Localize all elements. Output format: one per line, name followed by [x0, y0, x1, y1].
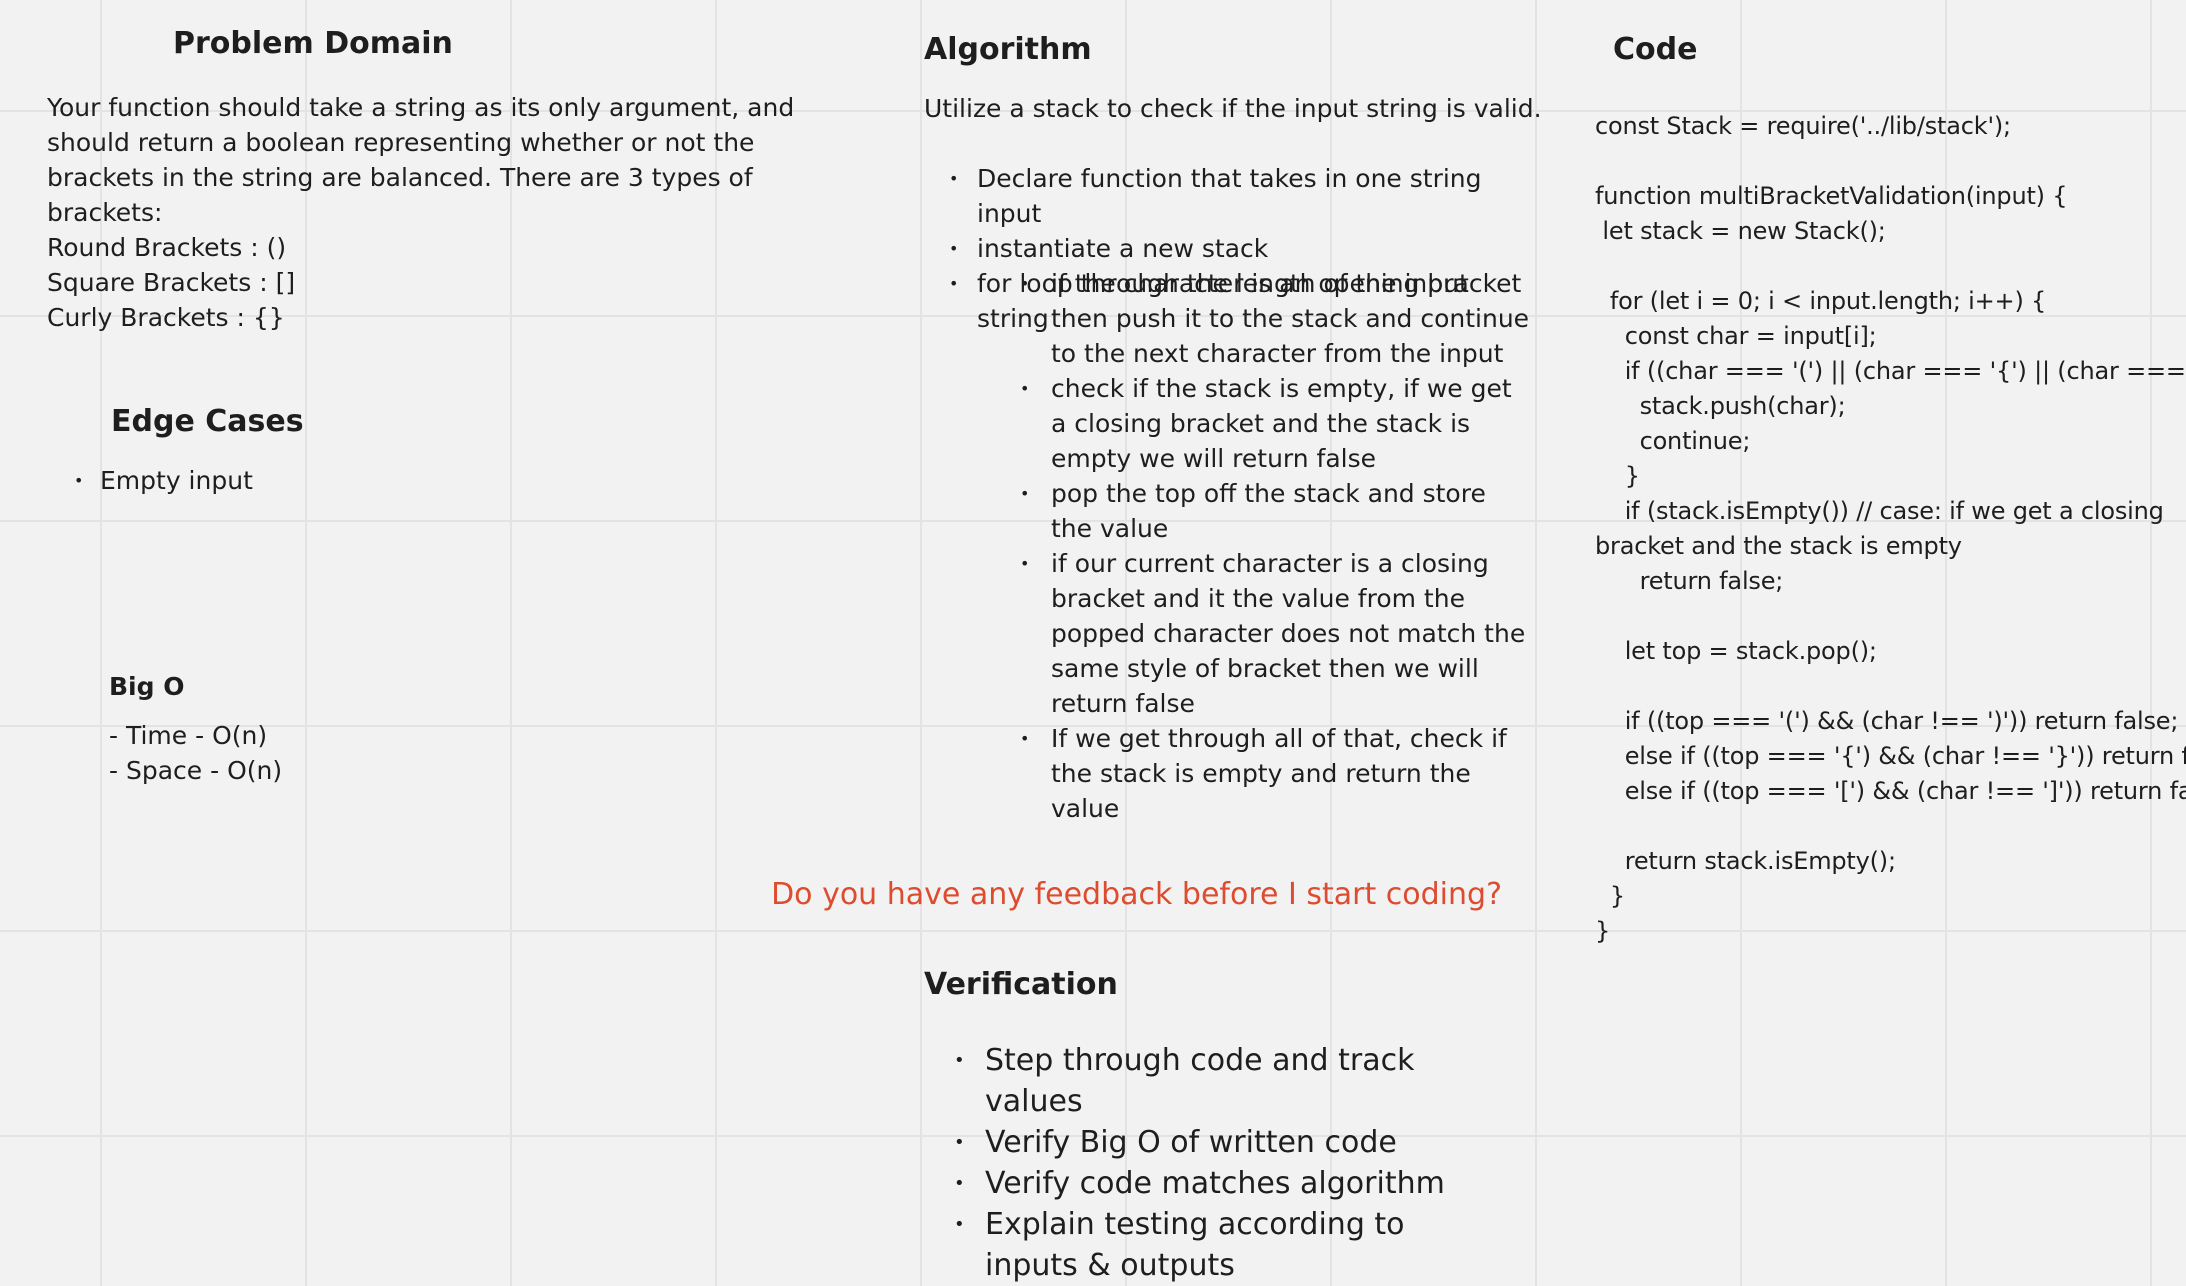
- algorithm-substep: If we get through all of that, check if …: [924, 721, 1530, 826]
- code-line: else if ((top === '{') && (char !== '}')…: [1595, 742, 2186, 770]
- algorithm-substep: if the character is an opening bracket t…: [924, 266, 1530, 371]
- algorithm-title: Algorithm: [924, 32, 1092, 67]
- bracket-type-square: Square Brackets : []: [47, 268, 296, 297]
- algorithm-step: Declare function that takes in one strin…: [924, 161, 1524, 231]
- big-o-lines: - Time - O(n) - Space - O(n): [109, 718, 282, 788]
- verification-title: Verification: [924, 967, 1118, 1002]
- big-o-title: Big O: [109, 672, 185, 701]
- code-block: const Stack = require('../lib/stack'); f…: [1595, 109, 2186, 949]
- algorithm-substeps: if the character is an opening bracket t…: [924, 266, 1530, 826]
- code-line: if ((char === '(') || (char === '{') || …: [1624, 357, 2186, 385]
- code-line: let top = stack.pop();: [1595, 637, 1877, 665]
- code-line: bracket and the stack is empty: [1595, 532, 1962, 560]
- algorithm-substep: pop the top off the stack and store the …: [924, 476, 1530, 546]
- algorithm-substep: if our current character is a closing br…: [924, 546, 1530, 721]
- code-line: const char = input[i];: [1595, 322, 1877, 350]
- bracket-types-list: Round Brackets : () Square Brackets : []…: [47, 230, 295, 335]
- code-line: }: [1595, 917, 1611, 945]
- code-line: else if ((top === '[') && (char !== ']')…: [1595, 777, 2186, 805]
- code-line: }: [1595, 462, 1640, 490]
- code-line: [1595, 144, 2175, 179]
- code-line: return false;: [1595, 567, 1784, 595]
- verification-item: Step through code and track values: [924, 1040, 1484, 1122]
- verification-item: Explain testing according to inputs & ou…: [924, 1204, 1484, 1286]
- code-line: [1595, 599, 2175, 634]
- code-line: [1595, 669, 2175, 704]
- code-title: Code: [1613, 32, 1698, 67]
- bracket-type-curly: Curly Brackets : {}: [47, 303, 285, 332]
- big-o-space: - Space - O(n): [109, 756, 283, 785]
- problem-domain-description: Your function should take a string as it…: [47, 93, 795, 227]
- verification-item: Verify Big O of written code: [924, 1122, 1484, 1163]
- code-line: let stack = new Stack();: [1595, 217, 1886, 245]
- code-line: if (stack.isEmpty()) // case: if we get …: [1595, 497, 2164, 525]
- big-o-time: - Time - O(n): [109, 721, 268, 750]
- edge-case-item: Empty input: [74, 463, 253, 498]
- code-line: stack.push(char);: [1595, 392, 1846, 420]
- algorithm-substep: check if the stack is empty, if we get a…: [924, 371, 1530, 476]
- code-line: for (let i = 0; i < input.length; i++) {: [1595, 287, 2047, 315]
- problem-domain-title: Problem Domain: [173, 26, 453, 61]
- code-line: return stack.isEmpty();: [1595, 847, 1896, 875]
- code-line: [1595, 249, 2175, 284]
- code-line: }: [1595, 882, 1625, 910]
- algorithm-intro: Utilize a stack to check if the input st…: [924, 94, 1542, 123]
- verification-list: Step through code and track values Verif…: [924, 1040, 1484, 1286]
- code-line: const Stack = require('../lib/stack');: [1595, 112, 2011, 140]
- code-line: [1595, 809, 2175, 844]
- edge-cases-list: Empty input: [74, 463, 253, 498]
- algorithm-step: instantiate a new stack: [924, 231, 1524, 266]
- bracket-type-round: Round Brackets : (): [47, 233, 287, 262]
- edge-cases-title: Edge Cases: [111, 404, 304, 439]
- feedback-prompt: Do you have any feedback before I start …: [771, 877, 1502, 912]
- verification-item: Verify code matches algorithm: [924, 1163, 1484, 1204]
- code-line: continue;: [1595, 427, 1751, 455]
- code-line: function multiBracketValidation(input) {: [1595, 182, 2068, 210]
- code-line: if ((top === '(') && (char !== ')')) ret…: [1595, 707, 2179, 735]
